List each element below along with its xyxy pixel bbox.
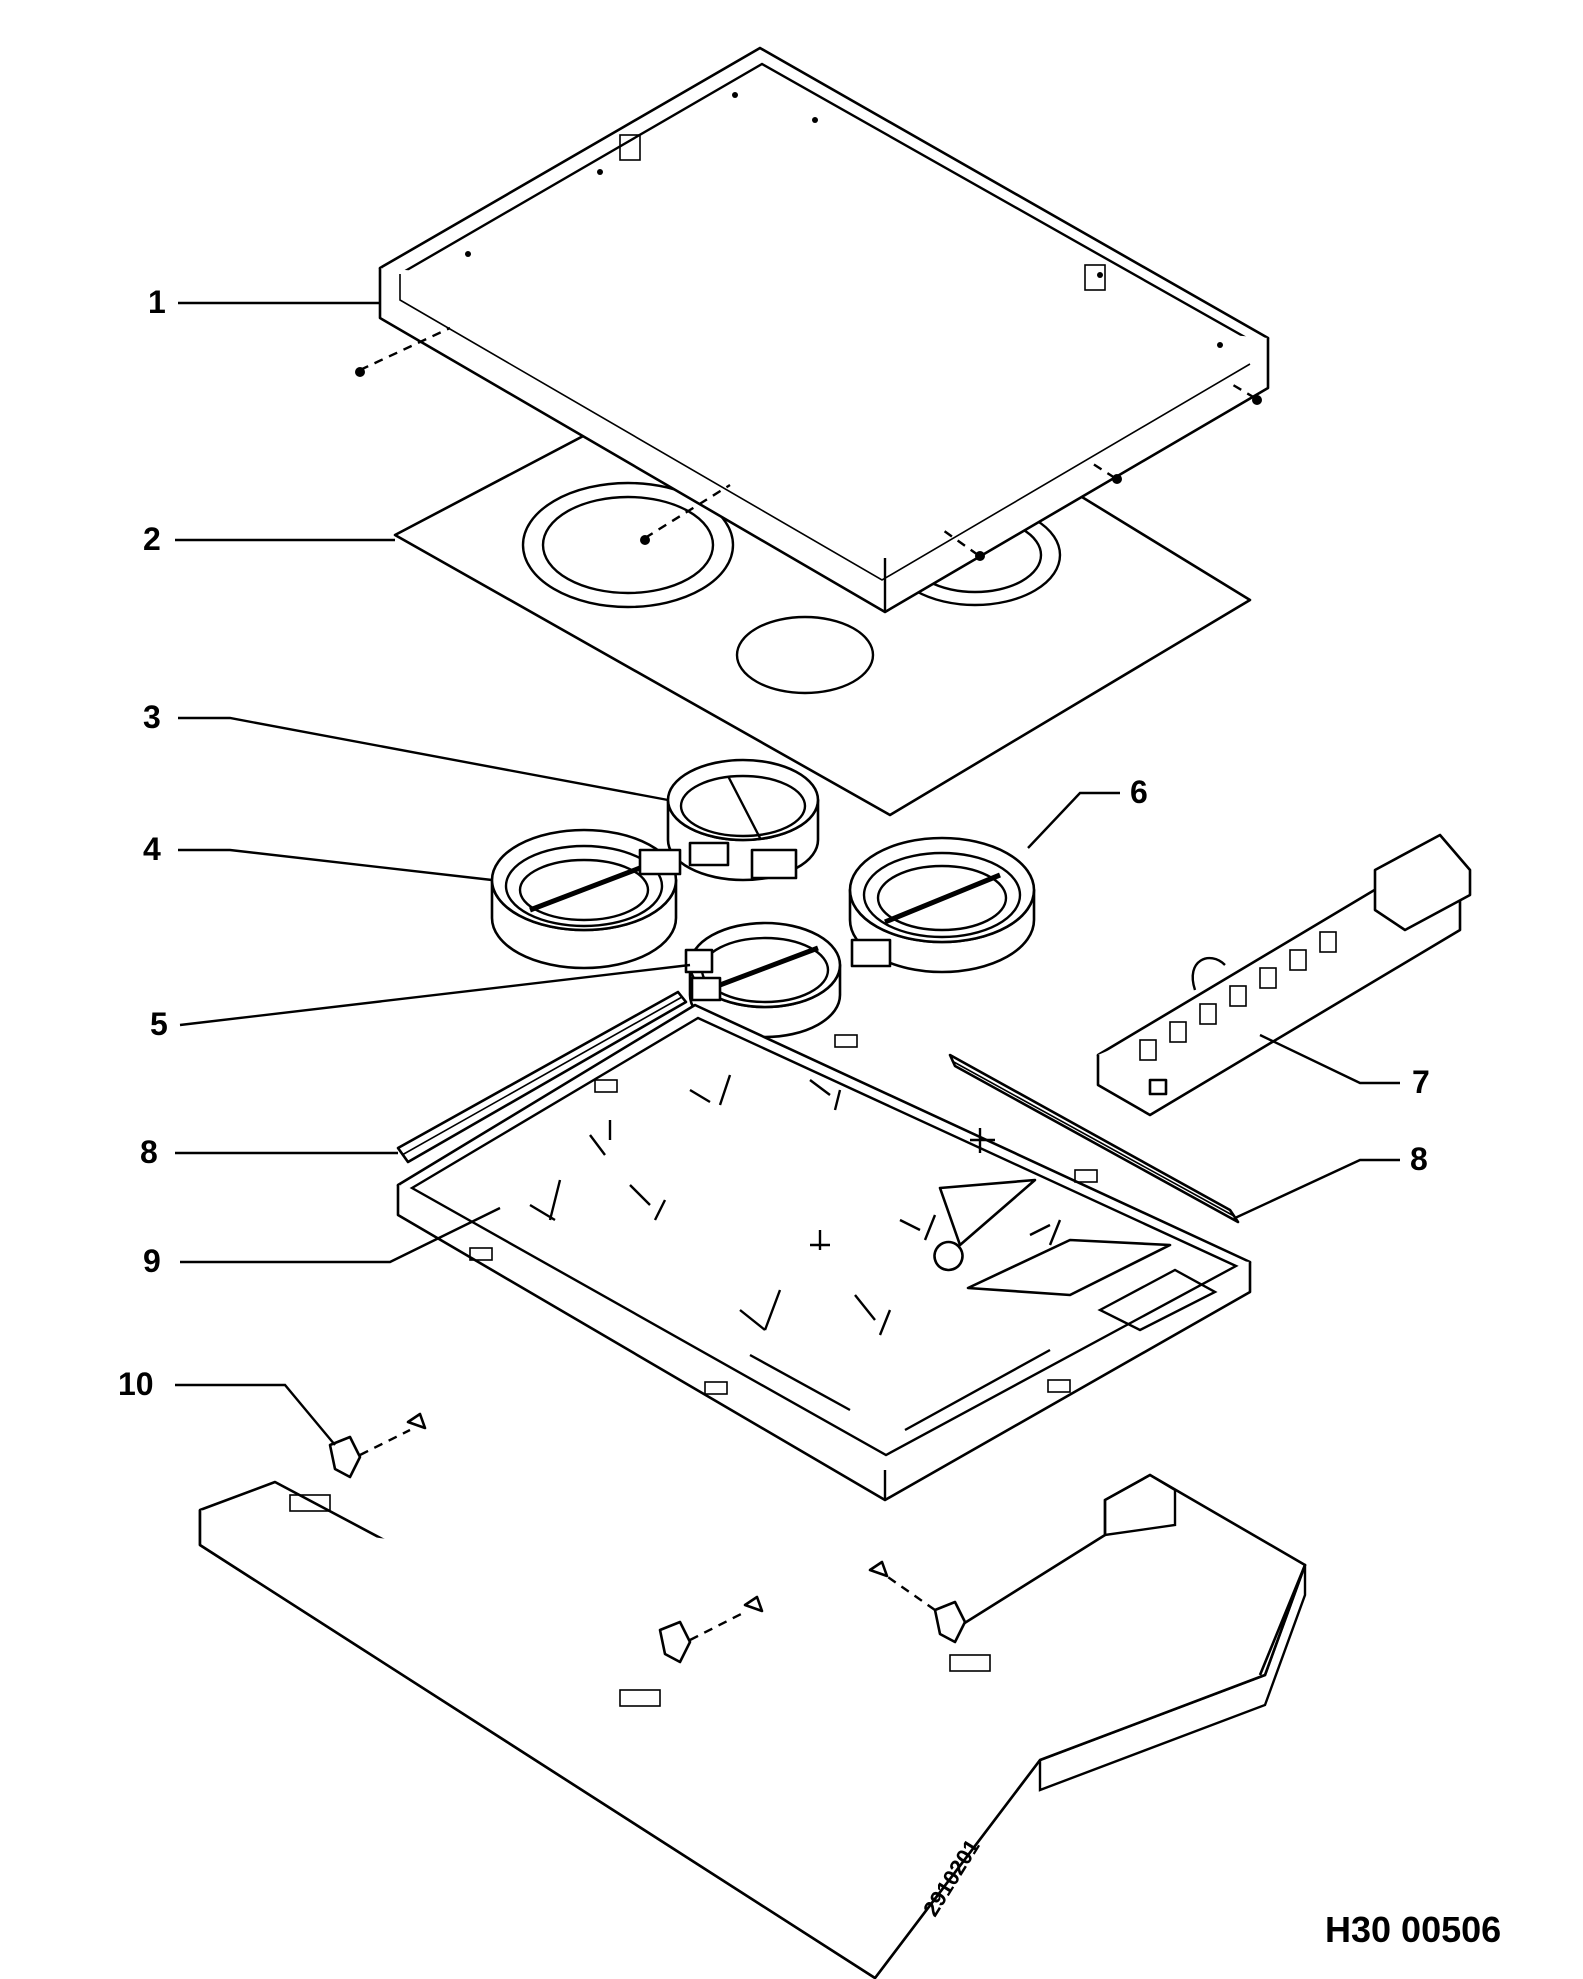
callout-4: 4 — [143, 831, 161, 867]
heating-element-3 — [666, 758, 820, 882]
callout-7: 7 — [1412, 1064, 1430, 1100]
bottom-housing — [198, 1473, 1307, 1979]
heating-element-6 — [848, 836, 1036, 974]
control-module — [1096, 833, 1472, 1117]
callout-5: 5 — [150, 1006, 168, 1042]
callout-6: 6 — [1130, 774, 1148, 810]
support-tray — [396, 1003, 1252, 1502]
rail-right — [948, 1053, 1240, 1224]
rail-left — [396, 990, 688, 1164]
leader-lines — [175, 301, 1400, 1446]
callout-labels: 1 2 3 4 5 6 7 8 8 9 10 — [118, 284, 1430, 1402]
drawing-code: H30 00506 — [1325, 1909, 1501, 1950]
callout-2: 2 — [143, 521, 161, 557]
heating-element-4 — [490, 828, 682, 970]
callout-9: 9 — [143, 1243, 161, 1279]
callout-3: 3 — [143, 699, 161, 735]
cooktop-frame — [378, 46, 1270, 614]
callout-8-left: 8 — [140, 1134, 158, 1170]
callout-8-right: 8 — [1410, 1141, 1428, 1177]
frame-screws — [355, 326, 1262, 561]
callout-1: 1 — [148, 284, 166, 320]
mounting-clips — [328, 1412, 967, 1664]
callout-10: 10 — [118, 1366, 154, 1402]
